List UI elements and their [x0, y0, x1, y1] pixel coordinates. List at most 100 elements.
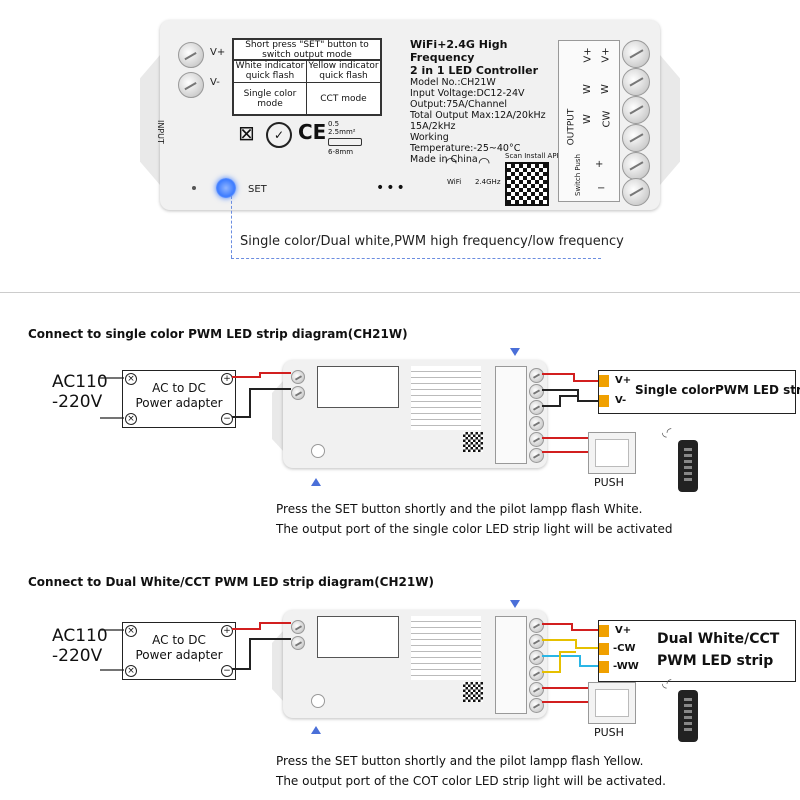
d2-wire-cyan-out: [542, 655, 598, 667]
adapter1-term-tr: +: [221, 373, 233, 385]
spec-temp: Working Temperature:-25~40°C: [410, 132, 521, 154]
ac-label-2: AC110 -220V: [52, 626, 108, 666]
adapter1-term-br: −: [221, 413, 233, 425]
caption-underline: [231, 258, 601, 259]
output-terminal-2[interactable]: [622, 68, 650, 96]
adapter-box-1: × + × − AC to DC Power adapter: [122, 370, 236, 428]
adapter2-term-tl: ×: [125, 625, 137, 637]
section-divider: [0, 292, 800, 293]
mc1-out-2: [529, 384, 544, 399]
vminus-label: V-: [210, 77, 220, 88]
power-terminal-vplus[interactable]: [178, 42, 204, 68]
adapter1-term-tl: ×: [125, 373, 137, 385]
strip-length: 6-8mm: [328, 148, 354, 156]
mount-ear-right: [660, 55, 680, 185]
mc1-output: [495, 366, 527, 464]
adapter2-term-tr: +: [221, 625, 233, 637]
strip2-vplus: V+: [615, 625, 632, 636]
strip1-pad-plus: [599, 375, 609, 387]
d2-note2: The output port of the COT color LED str…: [276, 774, 666, 788]
spec-output: Output:75A/Channel: [410, 99, 507, 110]
diagram2-heading: Connect to Dual White/CCT PWM LED strip …: [28, 575, 434, 589]
output-terminal-4[interactable]: [622, 124, 650, 152]
d2-wire-red-out: [542, 623, 598, 631]
strip-box-1: V+ V- Single colorPWM LED strip: [598, 370, 800, 414]
mc1-qr: [463, 432, 483, 452]
d2-note1: Press the SET button shortly and the pil…: [276, 754, 644, 768]
output-terminal-6[interactable]: [622, 178, 650, 206]
wire-spec-icon: 0.5 2.5mm² 6-8mm: [328, 120, 362, 156]
power-dot: [192, 186, 196, 190]
mc2-in-vplus: [291, 620, 305, 634]
spec-total2: 15A/2kHz: [410, 121, 456, 132]
wifi-label: WiFi: [447, 178, 462, 186]
strip1-pad-minus: [599, 395, 609, 407]
set-marker-2: [311, 726, 321, 734]
mini-controller-2: [283, 610, 547, 718]
mc1-out-3: [529, 400, 544, 415]
output-terminal-1[interactable]: [622, 40, 650, 68]
ghz-label: 2.4GHz: [475, 178, 501, 186]
mode-table: Short press "SET" button to switch outpu…: [232, 38, 382, 116]
strip2-pad-plus: [599, 625, 609, 637]
strip2-pad-ww: [599, 661, 609, 673]
mc2-out-6: [529, 698, 544, 713]
remote-1-icon: [678, 440, 698, 492]
strip2-pad-cw: [599, 643, 609, 655]
strip2-cw: -CW: [613, 643, 636, 654]
d1-note2: The output port of the single color LED …: [276, 522, 673, 536]
push-label-2: PUSH: [594, 726, 624, 739]
ac-label-1: AC110 -220V: [52, 372, 108, 412]
mc2-set: [311, 694, 325, 708]
ce-icon: CE: [298, 120, 327, 144]
adapter2-term-br: −: [221, 665, 233, 677]
spec-voltage: Input Voltage:DC12-24V: [410, 88, 525, 99]
spec-title1: WiFi+2.4G High Frequency: [410, 38, 508, 64]
output-marker-2: [510, 600, 520, 608]
output-terminal-5[interactable]: [622, 152, 650, 180]
mc2-out-3: [529, 650, 544, 665]
mc1-in-vplus: [291, 370, 305, 384]
output-marker-1: [510, 348, 520, 356]
adapter2-line1: AC to DC: [152, 633, 206, 647]
d2-wire-yellow-out2: [542, 651, 576, 673]
mc1-out-4: [529, 416, 544, 431]
diagram1-heading: Connect to single color PWM LED strip di…: [28, 327, 408, 341]
adapter2-line2: Power adapter: [135, 648, 223, 662]
d2-wire-red-in: [232, 622, 291, 630]
d1-note1: Press the SET button shortly and the pil…: [276, 502, 643, 516]
remote-signal-2-icon: ◟◜: [662, 676, 672, 690]
ac1-line2: -220V: [52, 392, 103, 412]
mc1-in-vminus: [291, 386, 305, 400]
spec-block: WiFi+2.4G High Frequency 2 in 1 LED Cont…: [410, 38, 560, 165]
mini-controller-2-ear-l: [272, 630, 284, 702]
caption-leader: [231, 196, 232, 258]
adapter1-line1: AC to DC: [152, 381, 206, 395]
mc2-qr: [463, 682, 483, 702]
vplus-label: V+: [210, 47, 226, 58]
vent-dots: •••: [376, 180, 407, 196]
ghz-icon: ◠: [478, 155, 491, 171]
strip2-ww: -WW: [613, 661, 639, 672]
mini-controller-1: [283, 360, 547, 468]
push-switch-2: [588, 682, 636, 724]
mc2-table: [317, 616, 399, 658]
adapter1-term-bl: ×: [125, 413, 137, 425]
strip1-vminus: V-: [615, 395, 627, 406]
adapter-box-2: × + × − AC to DC Power adapter: [122, 622, 236, 680]
set-button[interactable]: [216, 178, 236, 198]
cct-mode: CCT mode: [306, 82, 381, 115]
mc2-out-4: [529, 666, 544, 681]
mc1-out-6: [529, 448, 544, 463]
d2-wire-yellow-out: [542, 639, 598, 649]
power-terminal-vminus[interactable]: [178, 72, 204, 98]
caption: Single color/Dual white,PWM high frequen…: [240, 234, 624, 249]
adapter2-term-bl: ×: [125, 665, 137, 677]
adapter1-line2: Power adapter: [135, 396, 223, 410]
spec-total: Total Output Max:12A/20kHz: [410, 110, 546, 121]
wifi-icon: ◠: [445, 155, 458, 171]
mc2-out-2: [529, 634, 544, 649]
set-marker-1: [311, 478, 321, 486]
